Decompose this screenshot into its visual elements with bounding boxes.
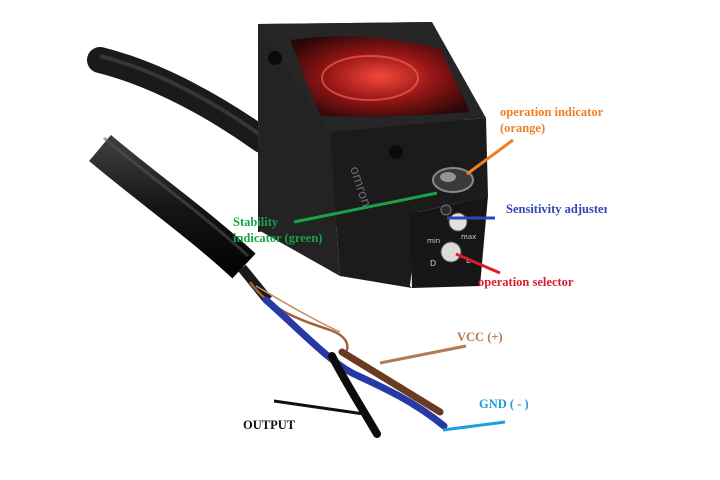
stability-indicator-pointer	[293, 191, 438, 224]
knob-max-text: max	[461, 233, 476, 241]
vcc-label: VCC (+)	[457, 330, 503, 344]
vcc-pointer	[379, 344, 467, 365]
operation-selector-label: operation selector	[478, 275, 574, 289]
blue-wire	[262, 296, 448, 430]
black-wire	[328, 352, 381, 438]
operation-indicator-line2: (orange)	[500, 121, 546, 135]
gnd-label: GND ( - )	[479, 397, 529, 411]
output-label: OUTPUT	[243, 418, 296, 432]
sensor-body: omron min max D L	[258, 22, 488, 288]
operation-indicator-line1: operation indicator	[500, 105, 604, 119]
operation-indicator-label: operation indicator (orange)	[500, 104, 603, 136]
stability-indicator-line2: indicator (green)	[233, 231, 323, 245]
sensitivity-adjuster-label: Sensitivity adjuster	[506, 202, 607, 216]
operation-indicator-pointer	[466, 138, 514, 176]
stability-led	[440, 204, 452, 216]
sensitivity-knob	[448, 212, 468, 232]
knob-min-text: min	[427, 237, 440, 245]
gnd-pointer	[442, 420, 506, 432]
selector-d-text: D	[430, 259, 436, 268]
cable-back	[87, 47, 275, 153]
stability-indicator-line1: Stability	[233, 215, 279, 229]
stability-indicator-label: Stability indicator (green)	[233, 214, 322, 246]
selector-knob	[440, 241, 462, 263]
wires	[238, 264, 448, 438]
lens	[290, 36, 470, 117]
brown-wire	[338, 348, 444, 416]
cable-front	[89, 134, 256, 279]
output-pointer	[273, 399, 365, 416]
operation-selector-pointer	[455, 252, 501, 275]
